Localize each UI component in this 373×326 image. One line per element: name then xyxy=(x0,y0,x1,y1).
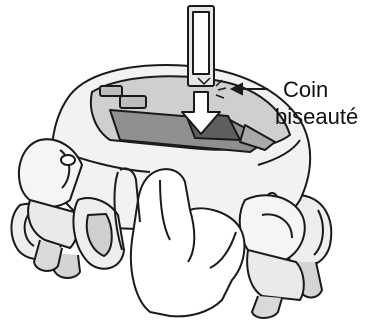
callout-label-line2: biseauté xyxy=(275,104,358,130)
callout-label-line1: Coin xyxy=(283,77,328,103)
memory-stick-icon xyxy=(188,6,214,86)
